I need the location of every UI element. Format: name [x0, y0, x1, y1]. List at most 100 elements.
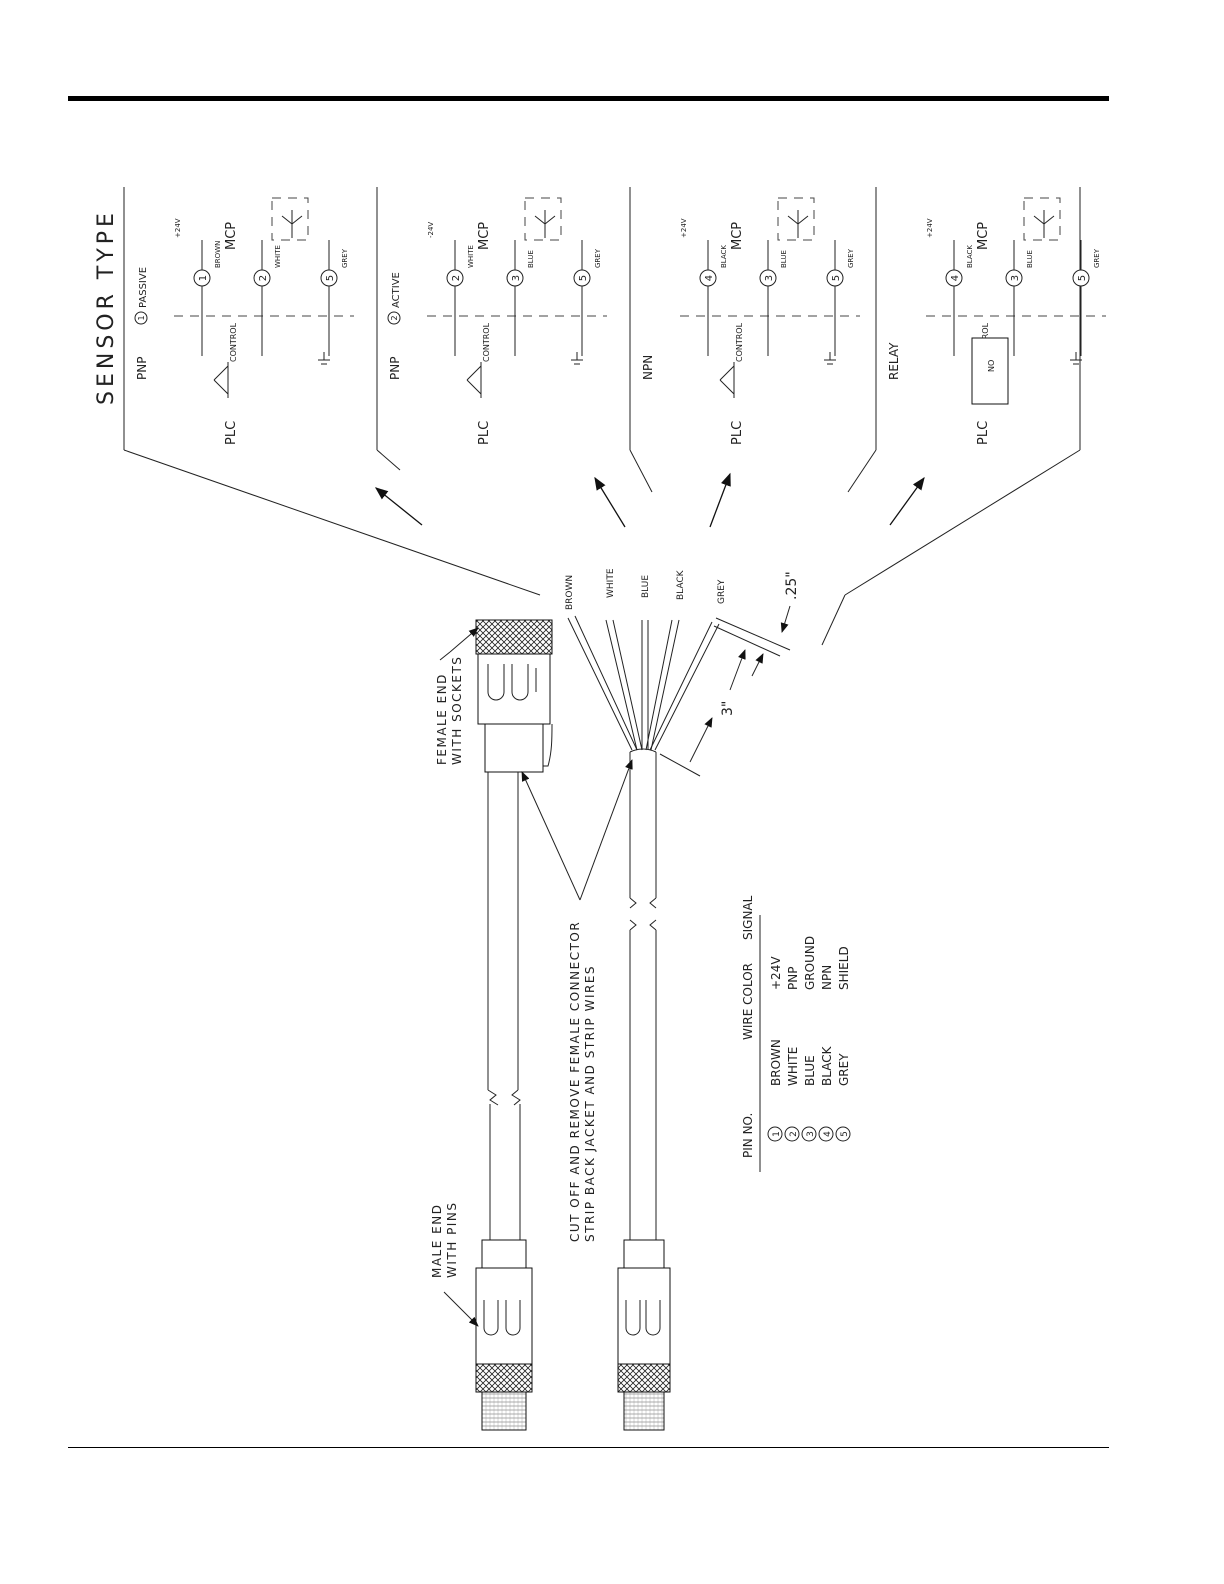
stripped-cable: [629, 748, 657, 1240]
female-callout-line2: WITH SOCKETS: [450, 656, 464, 765]
ground-symbol-1: [318, 352, 330, 365]
pin-number-4-1: 4: [950, 275, 961, 281]
cut-callout-line1: CUT OFF AND REMOVE FEMALE CONNECTOR: [568, 921, 582, 1242]
pin-circle-1-2: [253, 269, 271, 287]
pin-table: PIN NO.WIRE COLORSIGNAL1BROWN+24V2WHITEP…: [741, 895, 851, 1172]
male-connector-top: [475, 1239, 533, 1431]
dimension-length: 3": [720, 701, 736, 716]
pin-table-color-1: BROWN: [769, 1039, 783, 1086]
panel-header-num-circle-2: [387, 311, 401, 325]
pin-table-color-5: GREY: [837, 1053, 851, 1086]
sensor-panel-2: PNP2ACTIVEPLCMCP-24VCONTROL2WHITE3BLUE5G…: [387, 197, 607, 445]
sensor-type-title: SENSOR TYPE: [94, 209, 119, 405]
panel-left-label-3: PLC: [730, 421, 745, 445]
stripped-wires: [567, 615, 720, 751]
panel-header-4: RELAY: [887, 342, 901, 380]
sensor-glyph-3: [787, 210, 809, 238]
pin-circle-1-3: [320, 269, 338, 287]
panel-header-num-circle-1: [134, 311, 148, 325]
pin-table-header-3: SIGNAL: [741, 895, 755, 940]
top-cable-jacket: [487, 772, 521, 1240]
pin-circle-1-1: [193, 269, 211, 287]
pin-table-circle-5: [835, 1126, 851, 1142]
sensor-glyph-1: [281, 210, 303, 238]
pin-table-circle-2: [784, 1126, 800, 1142]
pin-table-pin-5: 5: [840, 1131, 850, 1137]
pin-table-header-2: WIRE COLOR: [741, 963, 755, 1040]
dimension-lines: [659, 605, 791, 777]
pin-number-4-2: 3: [1010, 275, 1021, 281]
panel-control-label-2: CONTROL: [482, 322, 491, 362]
pin-wire-label-3-2: BLUE: [780, 250, 788, 268]
pin-circle-3-1: [699, 269, 717, 287]
panel-supply-3: +24V: [680, 218, 688, 238]
relay-box: [971, 337, 1009, 405]
pin-number-1-1: 1: [198, 275, 209, 281]
pin-wire-label-1-2: WHITE: [274, 245, 282, 268]
ground-symbol-2: [571, 352, 583, 365]
panel-left-label-1: PLC: [224, 421, 239, 445]
panel-header-3: NPN: [641, 355, 655, 380]
sensor-symbol-3: [777, 197, 815, 241]
pin-table-circle-4: [818, 1126, 834, 1142]
pin-number-2-3: 5: [578, 275, 589, 281]
pin-number-3-3: 5: [831, 275, 842, 281]
sensor-glyph-2: [534, 210, 556, 238]
panel-control-label-3: CONTROL: [735, 322, 744, 362]
pin-wire-label-1-3: GREY: [341, 248, 349, 268]
pin-wire-label-2-1: WHITE: [467, 245, 475, 268]
pin-table-color-3: BLUE: [803, 1055, 817, 1086]
cut-callout-line2: STRIP BACK JACKET AND STRIP WIRES: [583, 965, 597, 1242]
wire-label-brown: BROWN: [565, 575, 575, 610]
pin-wire-label-2-2: BLUE: [527, 250, 535, 268]
relay-contact-label: NO: [987, 360, 996, 372]
pin-table-signal-2: PNP: [786, 967, 800, 990]
male-leader: [443, 1291, 479, 1327]
panel-frames: [123, 187, 1081, 646]
panel-right-label-4: MCP: [976, 222, 991, 250]
top-rule: [68, 96, 1109, 101]
cut-leaders: [521, 759, 633, 901]
sensor-panels: PNP1PASSIVEPLCMCP+24VCONTROL1BROWN2WHITE…: [134, 197, 1106, 445]
pin-table-pin-2: 2: [789, 1131, 799, 1137]
pin-wire-label-4-1: BLACK: [966, 245, 974, 268]
pin-number-3-1: 4: [704, 275, 715, 281]
pin-table-color-4: BLACK: [820, 1045, 834, 1086]
wire-label-white: WHITE: [606, 568, 616, 598]
panel-control-label-1: CONTROL: [229, 322, 238, 362]
panel-header-1: PNP: [135, 357, 149, 380]
panel-header-mode-1: PASSIVE: [138, 267, 149, 308]
ground-symbol-3: [824, 352, 836, 365]
pin-wire-label-4-2: BLUE: [1026, 250, 1034, 268]
pin-table-pin-3: 3: [806, 1131, 816, 1137]
female-callout-line1: FEMALE END: [435, 673, 449, 765]
panel-header-mode-2: ACTIVE: [391, 272, 402, 308]
panel-right-label-1: MCP: [224, 222, 239, 250]
sensor-symbol-1: [271, 197, 309, 241]
male-connector-bottom: [617, 1239, 671, 1431]
pin-wire-label-3-1: BLACK: [720, 245, 728, 268]
sensor-panel-1: PNP1PASSIVEPLCMCP+24VCONTROL1BROWN2WHITE…: [134, 197, 354, 445]
female-connector: [475, 619, 553, 773]
pin-table-color-2: WHITE: [786, 1047, 800, 1086]
transistor-symbol-2: [466, 362, 482, 398]
wire-label-black: BLACK: [676, 569, 686, 600]
pin-table-signal-5: SHIELD: [837, 946, 851, 990]
pin-number-1-2: 2: [258, 275, 269, 281]
sensor-glyph-4: [1033, 210, 1055, 238]
pin-table-signal-1: +24V: [769, 956, 783, 990]
pin-number-2-1: 2: [451, 275, 462, 281]
pin-number-4-3: 5: [1077, 275, 1088, 281]
transistor-symbol-3: [719, 362, 735, 398]
panel-right-label-2: MCP: [477, 222, 492, 250]
pin-table-circle-3: [801, 1126, 817, 1142]
female-leader: [449, 627, 479, 653]
pin-circle-3-2: [759, 269, 777, 287]
wire-label-blue: BLUE: [641, 575, 651, 598]
pin-table-signal-4: NPN: [820, 965, 834, 990]
panel-arrows: [374, 472, 925, 528]
pin-table-signal-3: GROUND: [803, 936, 817, 990]
pin-table-circle-1: [767, 1126, 783, 1142]
